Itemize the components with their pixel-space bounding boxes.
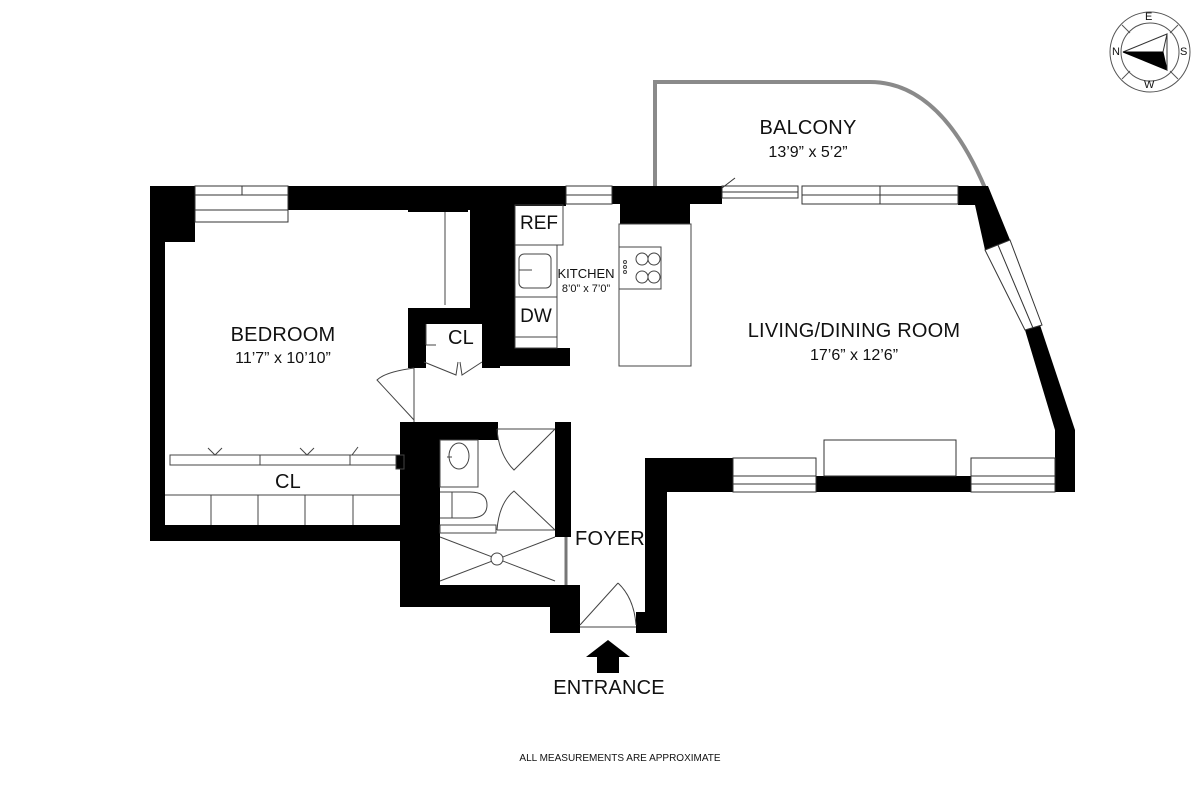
bathroom-fixtures bbox=[439, 428, 568, 585]
kitchen-dimensions: 8’0” x 7’0” bbox=[561, 283, 611, 295]
bedroom-label: BEDROOM bbox=[230, 324, 336, 346]
walls bbox=[150, 186, 1075, 633]
windows bbox=[194, 185, 1056, 493]
living-dining-dimensions: 17’6” x 12’6” bbox=[809, 347, 899, 364]
refrigerator-label: REF bbox=[520, 213, 558, 234]
balcony-dimensions: 13’9” x 5’2” bbox=[768, 144, 848, 161]
hall-closet-label: CL bbox=[448, 327, 474, 349]
bedroom-dimensions: 11’7” x 10’10” bbox=[235, 350, 331, 367]
entrance-label: ENTRANCE bbox=[553, 677, 665, 699]
compass-label-right: S bbox=[1180, 46, 1188, 58]
kitchen-label: KITCHEN bbox=[557, 266, 615, 281]
balcony-door bbox=[721, 177, 736, 189]
bedroom-closet-fixtures bbox=[165, 446, 405, 525]
compass-icon bbox=[1109, 11, 1191, 93]
kitchen-fixtures bbox=[444, 204, 692, 367]
footer-note: ALL MEASUREMENTS ARE APPROXIMATE bbox=[519, 753, 721, 764]
foyer-label: FOYER bbox=[575, 528, 645, 550]
dishwasher-label: DW bbox=[520, 306, 552, 327]
entrance-door bbox=[579, 582, 637, 628]
compass-label-bottom: W bbox=[1144, 79, 1155, 91]
compass-label-left: N bbox=[1112, 46, 1120, 58]
balcony-railing bbox=[653, 80, 987, 190]
doors bbox=[376, 324, 483, 422]
living-dining-label: LIVING/DINING ROOM bbox=[747, 320, 961, 342]
balcony-label: BALCONY bbox=[759, 117, 857, 139]
bedroom-closet-label: CL bbox=[275, 471, 301, 493]
compass-label-top: E bbox=[1145, 11, 1153, 23]
entrance-arrow-icon bbox=[586, 640, 630, 673]
